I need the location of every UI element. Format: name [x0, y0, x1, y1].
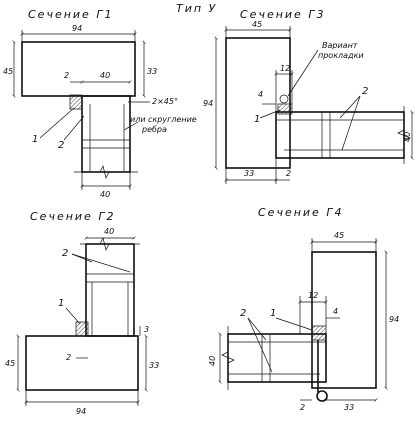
g2-label-2: 2 [62, 248, 68, 259]
title-section-g1: Сечение Г1 [28, 8, 113, 21]
g2-sash-profile [85, 243, 135, 337]
title-section-g4: Сечение Г4 [258, 206, 343, 219]
g3-note-gasket: прокладки [318, 51, 364, 60]
g3-dim-2: 2 [286, 169, 291, 178]
section-g1: 94 45 2 40 33 40 1 2 2×45° или скруглени… [3, 24, 197, 199]
g1-dim-33: 33 [147, 67, 157, 76]
g1-seal [69, 94, 83, 110]
g4-frame-profile [311, 251, 377, 389]
g4-dim-33: 33 [344, 403, 354, 412]
g2-seal [75, 321, 89, 337]
g4-gasket-variant [316, 390, 328, 402]
g1-sash-profile [81, 95, 131, 173]
g3-note-variant: Вариант [322, 41, 358, 50]
g4-break-line [221, 326, 235, 390]
g1-dim-40-top: 40 [100, 71, 110, 80]
g4-dim-94: 94 [389, 315, 399, 324]
g1-note-leader-2 [123, 121, 139, 131]
g4-dim-12: 12 [308, 291, 318, 300]
g3-note-leader [287, 49, 319, 97]
title-type-u: Тип У [176, 2, 217, 15]
g1-leader-2 [63, 115, 85, 141]
g3-dim-94: 94 [203, 99, 213, 108]
g1-break-line [74, 164, 138, 180]
g3-dim-12: 12 [280, 64, 290, 73]
g4-leader-2a [247, 317, 267, 341]
g1-label-1: 1 [32, 134, 38, 145]
g2-leader-1 [65, 307, 81, 325]
g2-dim-3: 3 [144, 325, 149, 334]
g2-dim-33: 33 [149, 361, 159, 370]
g3-dim-4: 4 [258, 90, 263, 99]
g2-leader-2b [71, 253, 131, 273]
g4-label-1: 1 [270, 308, 276, 319]
g4-label-2: 2 [240, 308, 246, 319]
g3-leader-2a [339, 95, 361, 119]
g4-dim-2: 2 [300, 403, 305, 412]
g1-leader-1 [39, 107, 75, 139]
g3-dim-45: 45 [252, 20, 262, 29]
g4-dim-45: 45 [334, 231, 344, 240]
g2-dim-94: 94 [76, 407, 86, 416]
g3-leader-2b [341, 95, 361, 151]
g3-label-1: 1 [254, 114, 260, 125]
g4-dim-40: 40 [208, 356, 217, 366]
g3-break-line [397, 106, 411, 164]
g2-dim-45: 45 [5, 359, 15, 368]
g3-gasket-variant [279, 94, 289, 104]
section-g4: 45 94 12 4 40 2 33 2 1 [208, 231, 399, 412]
title-section-g3: Сечение Г3 [240, 8, 325, 21]
g1-label-2: 2 [58, 140, 64, 151]
g2-dim-2: 2 [66, 353, 71, 362]
g1-frame-profile [21, 41, 136, 97]
g1-note-edge: ребра [141, 125, 167, 134]
g1-note-rounding: или скругление [130, 115, 197, 124]
g1-dim-40-bot: 40 [100, 190, 110, 199]
section-g3: 45 94 12 4 40 33 2 1 2 Вариант прокладки [203, 20, 414, 184]
g3-dim-33: 33 [244, 169, 254, 178]
g4-dim-4: 4 [333, 307, 338, 316]
section-g2: 40 3 45 2 33 94 2 1 [5, 227, 159, 416]
g1-dim-94: 94 [72, 24, 82, 33]
g3-seal [277, 103, 293, 115]
g1-dim-45: 45 [3, 67, 13, 76]
g2-frame-profile [25, 335, 139, 391]
g3-dim-40: 40 [403, 132, 412, 142]
title-section-g2: Сечение Г2 [30, 210, 115, 223]
g4-leader-1 [275, 317, 313, 331]
g3-label-2: 2 [362, 86, 368, 97]
g3-frame-profile [225, 37, 291, 169]
g4-leader-2b [247, 317, 273, 373]
g3-sash-profile [275, 111, 405, 159]
g4-seal [311, 325, 327, 341]
g2-break-line [80, 236, 140, 252]
g1-note-chamfer: 2×45° [152, 97, 178, 106]
g1-dim-2: 2 [64, 71, 69, 80]
g3-leader-1 [259, 109, 281, 119]
g2-label-1: 1 [58, 298, 64, 309]
g2-dim-40: 40 [104, 227, 114, 236]
g4-sash-profile [227, 333, 327, 383]
